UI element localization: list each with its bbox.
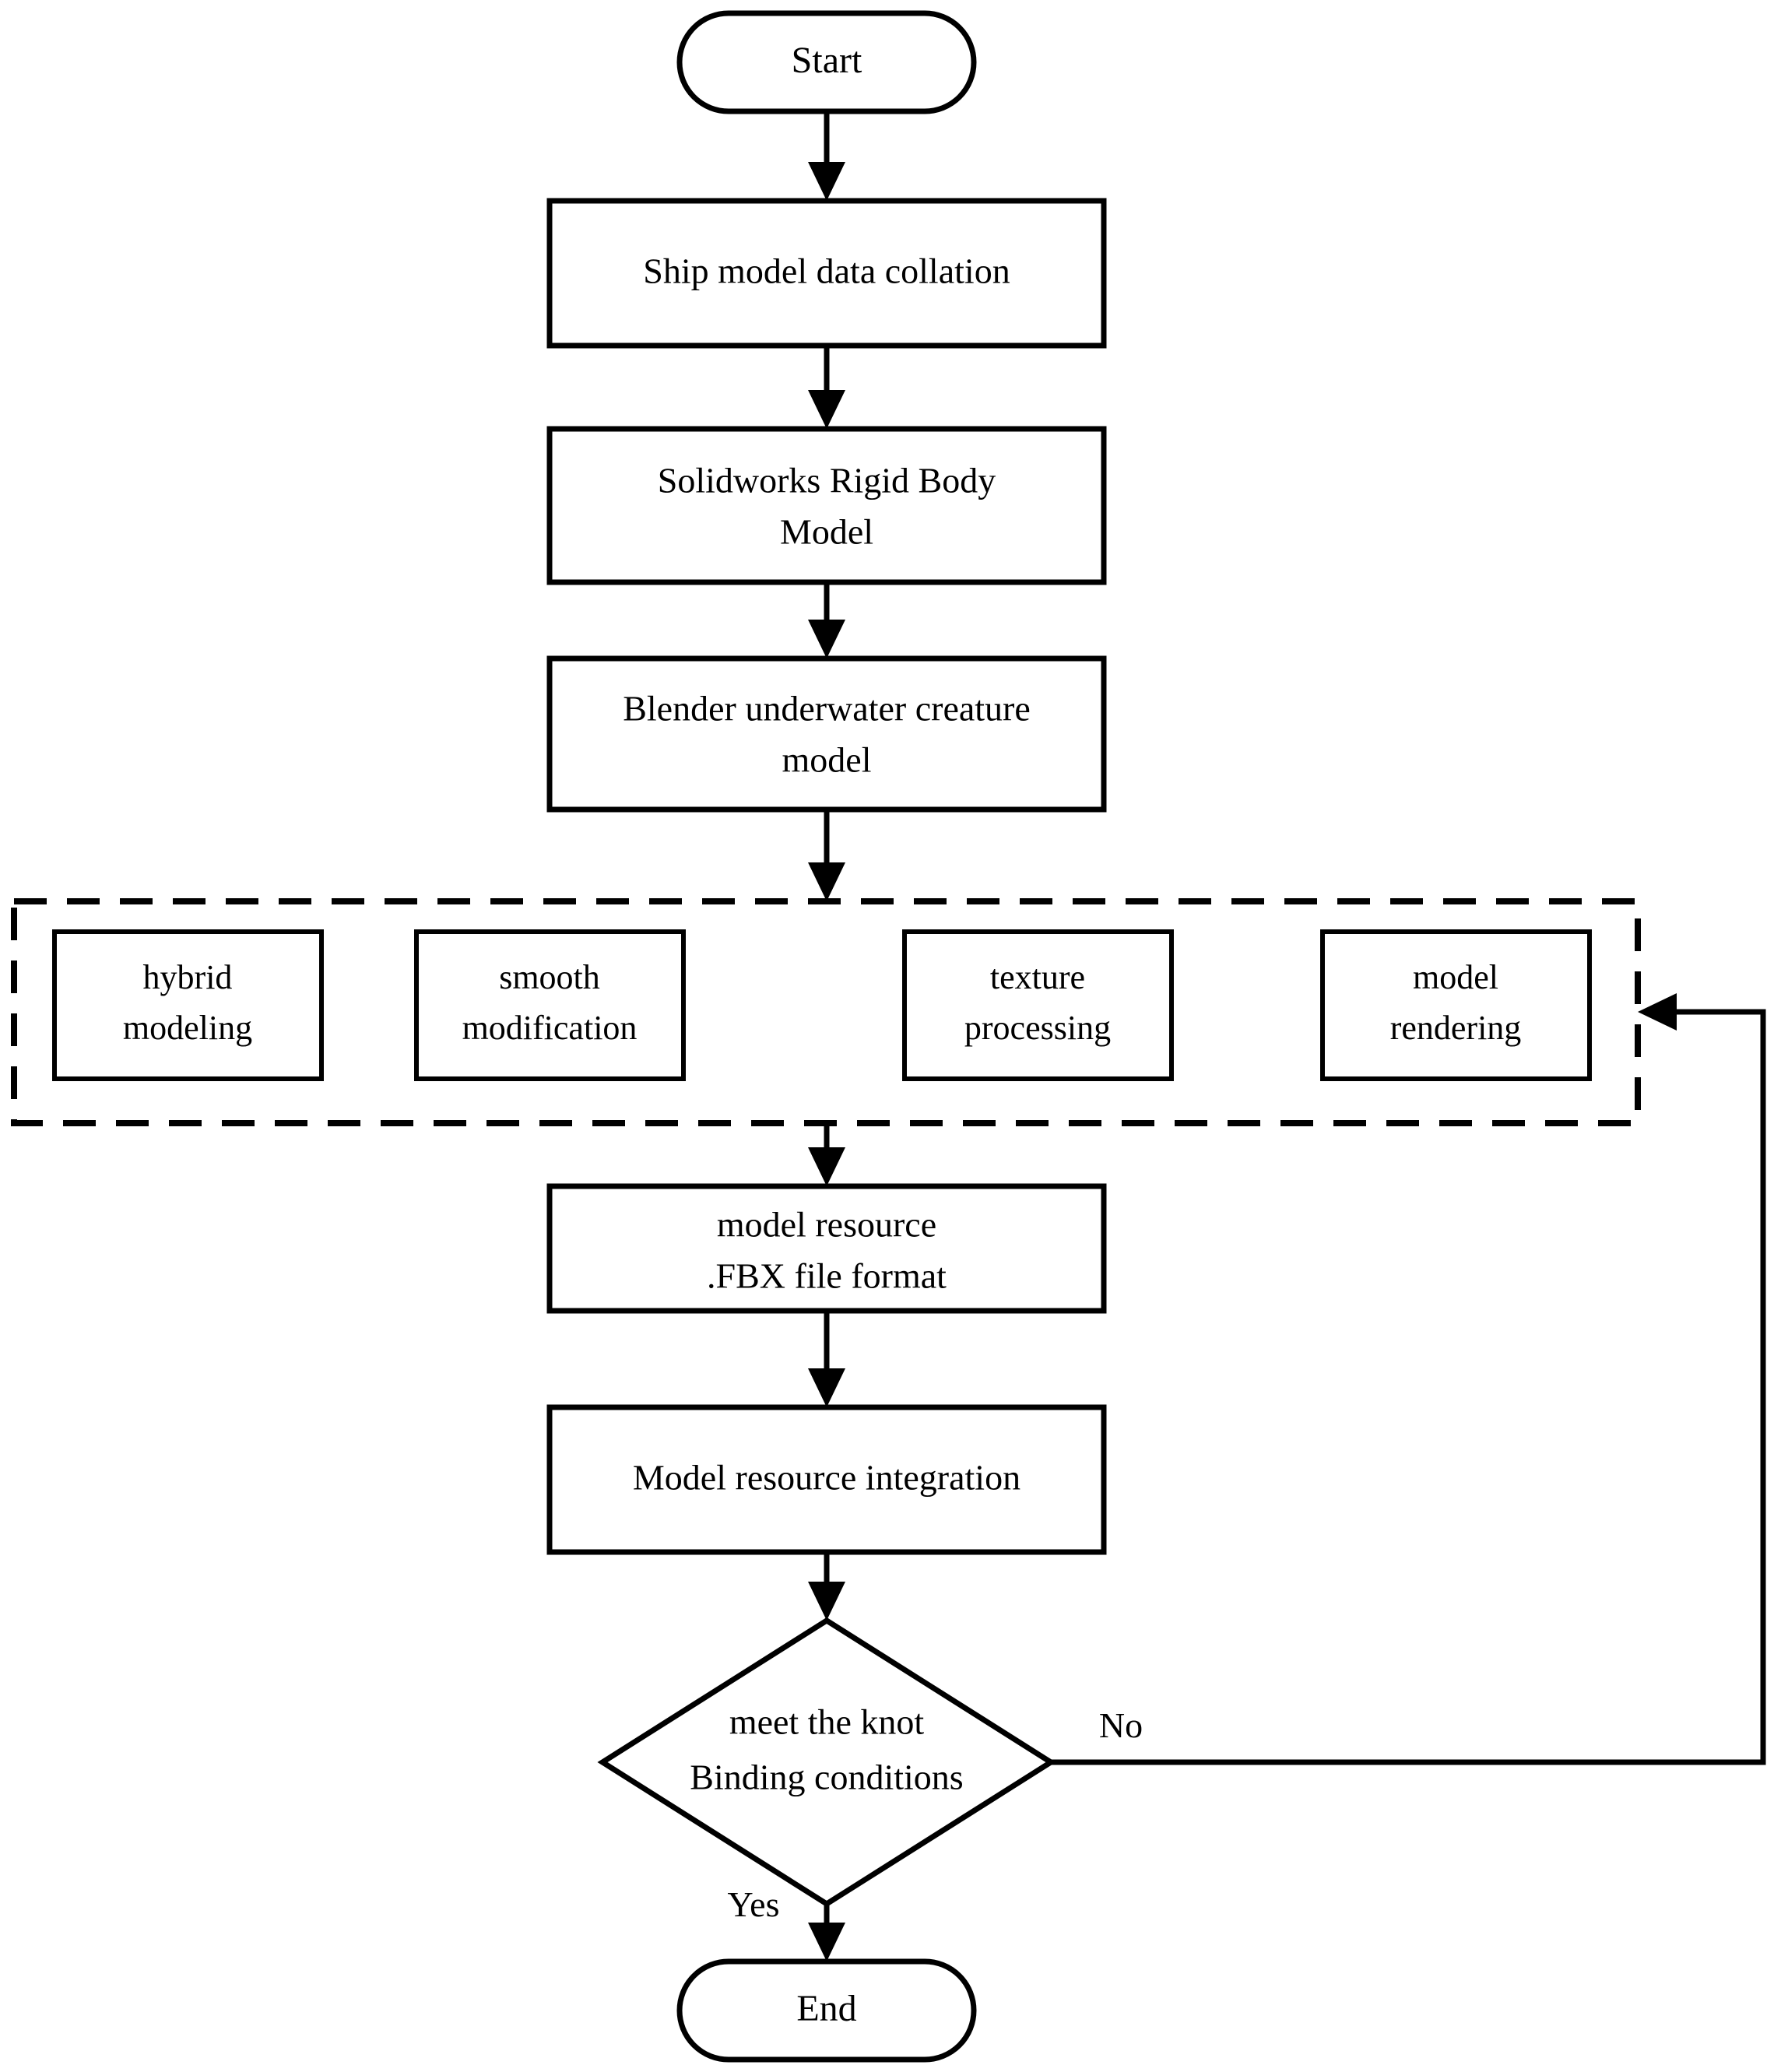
edge-label-no: No [1099,1705,1143,1745]
node-smooth-modification-label-line2: modification [462,1009,638,1047]
connector-solidworks-to-blender [808,582,845,658]
node-ship-model-data-collation-label: Ship model data collation [643,251,1010,291]
node-end[interactable]: End [676,1958,977,2063]
node-solidworks-rigid-body-model-label-line1: Solidworks Rigid Body [658,461,996,500]
connector-integration-to-decision [808,1552,845,1621]
node-solidworks-rigid-body-model-label-line2: Model [780,512,873,552]
edge-label-yes: Yes [728,1884,780,1924]
node-model-resource-fbx-label-line2: .FBX file format [707,1256,947,1296]
node-blender-underwater-creature-model-label-line2: model [782,740,872,780]
connector-blender-to-group [808,809,845,901]
node-texture-processing[interactable]: texture processing [902,929,1174,1081]
node-hybrid-modeling-label-line1: hybrid [143,958,233,996]
node-meet-knot-binding-conditions-label-line1: meet the knot [729,1702,925,1742]
processing-group-box [11,898,1641,1126]
node-start-label: Start [792,40,862,81]
node-model-resource-integration-label: Model resource integration [633,1458,1020,1498]
node-model-rendering[interactable]: model rendering [1320,929,1592,1081]
connector-fbx-to-integration [808,1311,845,1407]
node-hybrid-modeling[interactable]: hybrid modeling [52,929,324,1081]
node-smooth-modification[interactable]: smooth modification [414,929,686,1081]
node-meet-knot-binding-conditions-label-line2: Binding conditions [690,1758,963,1797]
node-model-resource-fbx[interactable]: model resource .FBX file format [546,1183,1107,1314]
node-model-rendering-label-line2: rendering [1390,1009,1522,1047]
node-start[interactable]: Start [676,10,977,114]
connector-decision-yes-to-end [808,1904,845,1961]
node-model-resource-fbx-label-line1: model resource [717,1205,936,1245]
node-hybrid-modeling-label-line2: modeling [123,1009,252,1047]
node-texture-processing-label-line2: processing [964,1009,1111,1047]
node-texture-processing-label-line1: texture [990,958,1085,996]
node-model-resource-integration[interactable]: Model resource integration [546,1404,1107,1555]
connector-decision-no-feedback [1051,993,1766,1765]
node-meet-knot-binding-conditions[interactable]: meet the knot Binding conditions [597,1617,1056,1908]
node-blender-underwater-creature-model-label-line1: Blender underwater creature [623,689,1031,729]
node-ship-model-data-collation[interactable]: Ship model data collation [546,198,1107,349]
connector-collation-to-solidworks [808,346,845,429]
node-model-rendering-label-line1: model [1413,958,1498,996]
connector-start-to-collation [808,111,845,201]
node-smooth-modification-label-line1: smooth [499,958,600,996]
node-solidworks-rigid-body-model[interactable]: Solidworks Rigid Body Model [546,426,1107,585]
node-blender-underwater-creature-model[interactable]: Blender underwater creature model [546,655,1107,813]
connector-group-to-fbx [808,1123,845,1186]
node-end-label: End [796,1988,856,2029]
